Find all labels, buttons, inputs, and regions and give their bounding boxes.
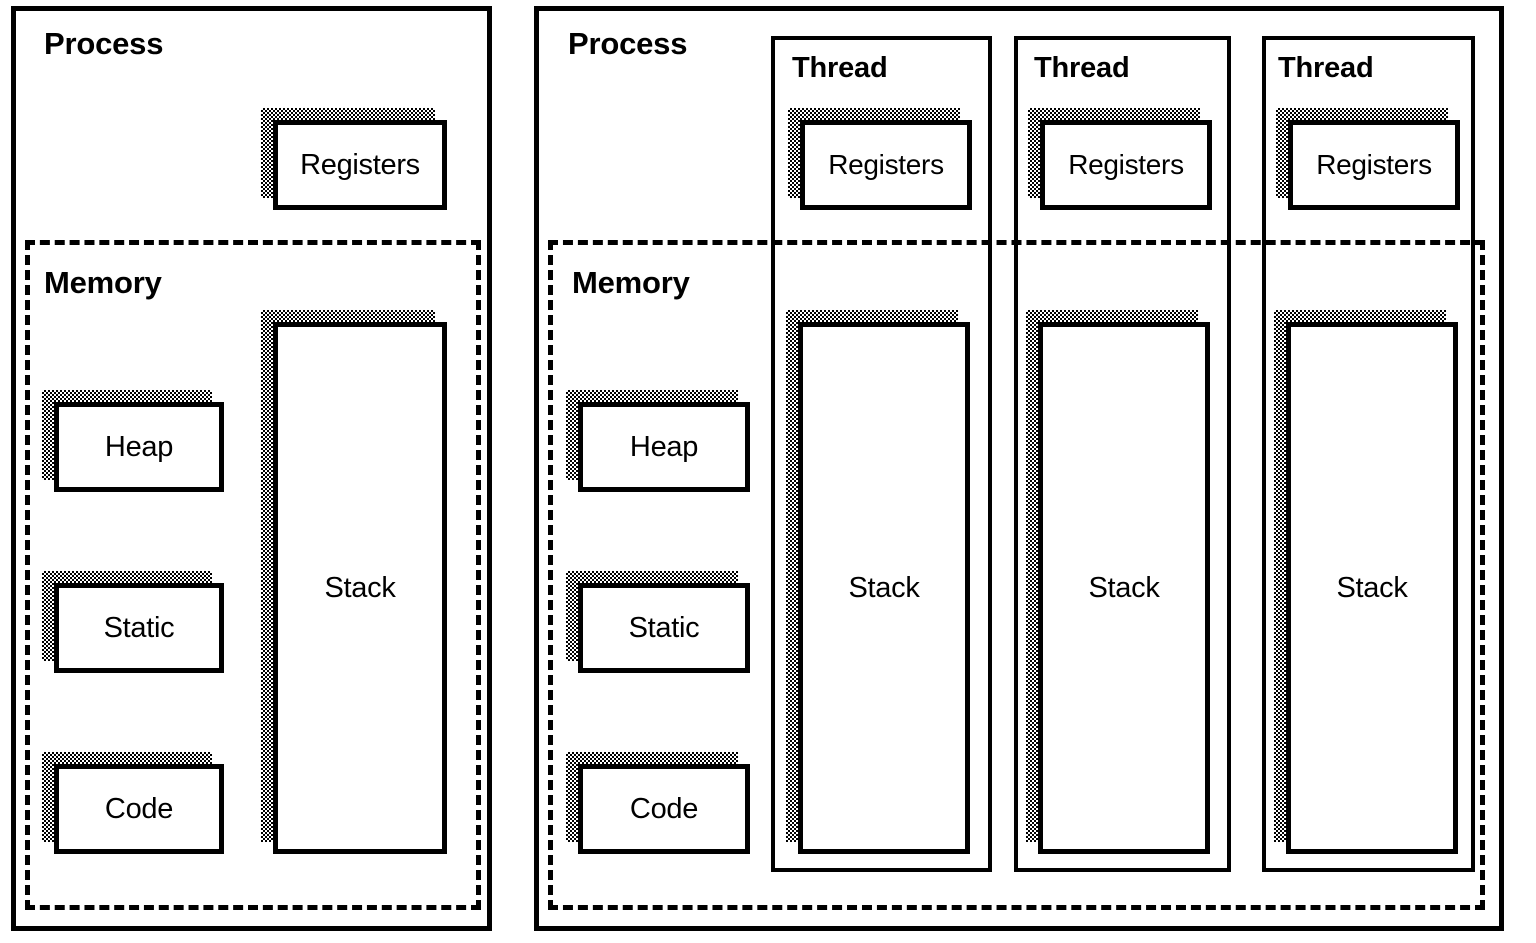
code-box-single: Code (54, 764, 224, 854)
registers-label-thread-3: Registers (1316, 149, 1432, 180)
memory-region-multi (548, 240, 1485, 910)
registers-box-thread-1: Registers (800, 120, 972, 210)
static-label-single: Static (103, 611, 175, 644)
stack-label-thread-1: Stack (848, 571, 920, 604)
process-label-multi: Process (568, 26, 688, 61)
memory-region-single (25, 240, 481, 910)
code-label-multi: Code (629, 792, 699, 825)
thread-label-3: Thread (1278, 52, 1374, 84)
memory-label-single: Memory (44, 265, 162, 300)
heap-label-multi: Heap (629, 430, 699, 463)
registers-box-single: Registers (273, 120, 447, 210)
heap-box-multi: Heap (578, 402, 750, 492)
stack-label-single: Stack (324, 571, 396, 604)
heap-box-single: Heap (54, 402, 224, 492)
stack-label-thread-2: Stack (1088, 571, 1160, 604)
process-label-single: Process (44, 26, 164, 61)
stack-box-thread-2: Stack (1038, 322, 1210, 854)
stack-box-thread-3: Stack (1286, 322, 1458, 854)
stack-label-thread-3: Stack (1336, 571, 1408, 604)
registers-label-single: Registers (300, 148, 420, 181)
static-box-multi: Static (578, 583, 750, 673)
thread-label-2: Thread (1034, 52, 1130, 84)
stack-box-single: Stack (273, 322, 447, 854)
registers-box-thread-3: Registers (1288, 120, 1460, 210)
code-box-multi: Code (578, 764, 750, 854)
static-label-multi: Static (628, 611, 700, 644)
registers-label-thread-2: Registers (1068, 149, 1184, 180)
stack-box-thread-1: Stack (798, 322, 970, 854)
thread-label-1: Thread (792, 52, 888, 84)
static-box-single: Static (54, 583, 224, 673)
registers-box-thread-2: Registers (1040, 120, 1212, 210)
memory-label-multi: Memory (568, 265, 694, 301)
registers-label-thread-1: Registers (828, 149, 944, 180)
heap-label-single: Heap (104, 430, 174, 463)
code-label-single: Code (104, 792, 174, 825)
